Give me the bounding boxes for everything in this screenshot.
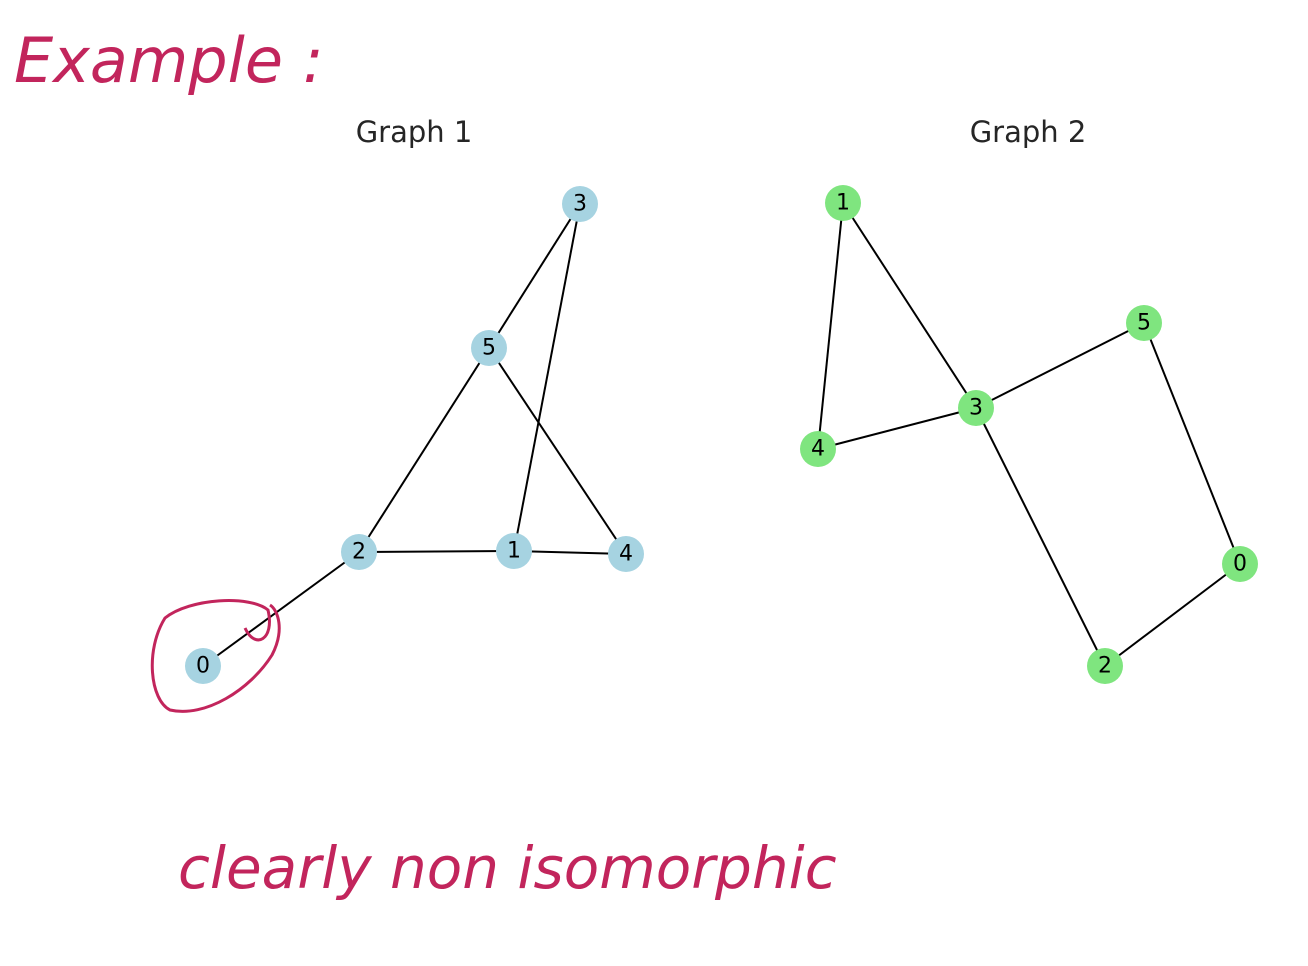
graph-2-edge-4-3: [817, 407, 977, 450]
circle-annotation: [150, 599, 281, 713]
graph-1-edge-1-4: [513, 550, 627, 555]
graph-1-title: Graph 1: [356, 115, 473, 149]
graph-1-node-label-5: 5: [482, 336, 496, 361]
graph-1-node-label-1: 1: [507, 539, 521, 564]
graph-2-node-2: [1087, 648, 1123, 684]
graph-2-edge-2-0: [1104, 563, 1241, 667]
graph-2-edge-3-2: [975, 407, 1106, 667]
graph-1-edge-5-2: [358, 347, 490, 553]
graph-1-node-3: [562, 186, 598, 222]
graph-1-edge-3-1: [513, 203, 581, 552]
graph-2-node-0: [1222, 546, 1258, 582]
graph-1-edge-5-4: [488, 347, 627, 555]
graph-1-node-label-0: 0: [196, 654, 210, 679]
graph-2-node-4: [800, 431, 836, 467]
graph-1-node-5: [471, 330, 507, 366]
graph-2-edge-1-4: [817, 202, 844, 450]
graph-1-edge-2-0: [202, 551, 360, 667]
graph-1: 0 1 2 3 4 5: [185, 186, 644, 684]
graph-1-node-4: [608, 536, 644, 572]
graph-1-node-1: [496, 533, 532, 569]
graph-2-node-1: [825, 185, 861, 221]
graph-2: 0 1 2 3 4 5: [800, 185, 1258, 684]
graph-1-node-0: [185, 648, 221, 684]
conclusion-annotation: clearly non isomorphic: [178, 834, 837, 902]
graph-1-edge-2-1: [358, 550, 515, 553]
graph-2-node-label-2: 2: [1098, 654, 1112, 679]
graph-2-node-5: [1126, 305, 1162, 341]
graph-1-node-2: [341, 534, 377, 570]
graph-2-edge-3-5: [975, 322, 1145, 409]
graph-2-node-label-1: 1: [836, 191, 850, 216]
graph-1-node-label-4: 4: [619, 542, 633, 567]
graph-2-node-3: [958, 390, 994, 426]
graph-2-node-label-3: 3: [969, 396, 983, 421]
heading-annotation: Example :: [14, 24, 324, 97]
graph-1-edge-3-5: [488, 203, 581, 349]
graph-2-node-label-0: 0: [1233, 552, 1247, 577]
graph-2-title: Graph 2: [970, 115, 1087, 149]
graph-2-edge-5-0: [1143, 322, 1241, 565]
graph-1-node-label-3: 3: [573, 192, 587, 217]
graph-2-node-label-4: 4: [811, 437, 825, 462]
graph-2-edge-1-3: [842, 202, 977, 409]
graph-1-node-label-2: 2: [352, 540, 366, 565]
graph-2-node-label-5: 5: [1137, 311, 1151, 336]
